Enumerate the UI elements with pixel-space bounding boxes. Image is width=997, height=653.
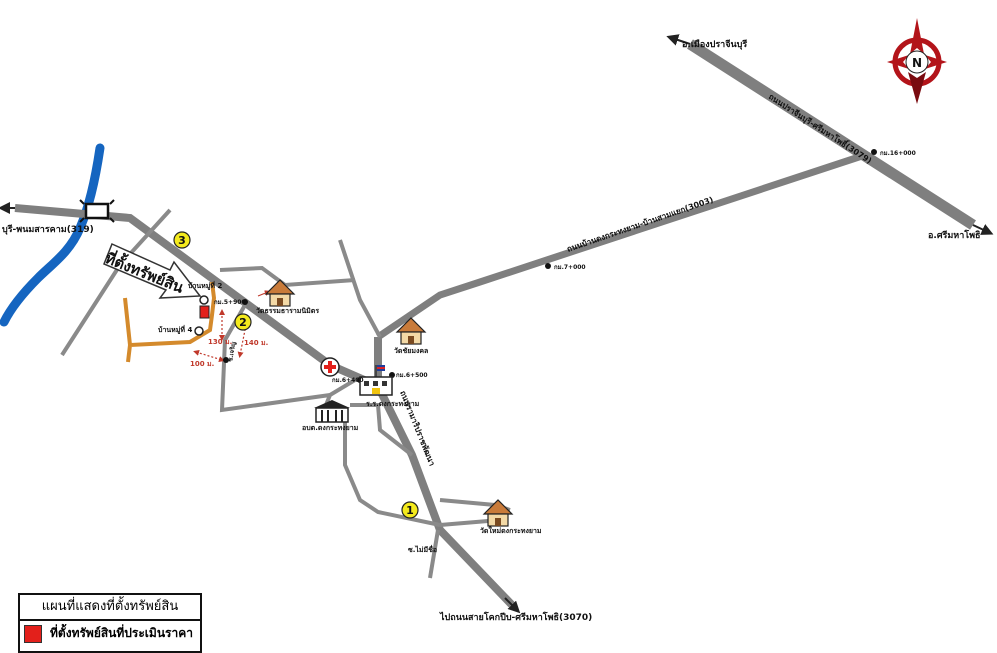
temple-icon <box>395 317 427 345</box>
label-distance-130: 130 ม. <box>208 338 232 346</box>
property-marker[interactable] <box>199 305 210 319</box>
label-road-3079: ถนนปราจีนบุรี-ศรีมหาโพธิ์(3079) <box>766 90 874 166</box>
label-wat-1: วัดธรรมธารามนิมิตร <box>256 307 319 315</box>
road-3003 <box>376 152 864 340</box>
label-km16: กม.16+000 <box>880 150 916 157</box>
map-legend: แผนที่แสดงที่ตั้งทรัพย์สิน ที่ตั้งทรัพย์… <box>18 593 202 653</box>
legend-item-label: ที่ตั้งทรัพย์สินที่ประเมินราคา <box>50 626 193 640</box>
label-km7: กม.7+000 <box>554 264 586 271</box>
label-distance-100: 100 ม. <box>190 360 214 368</box>
label-km5: กม.5+900 <box>214 299 246 306</box>
label-si-maha-phot: อ.ศรีมหาโพธิ <box>928 229 981 241</box>
svg-text:3: 3 <box>178 234 186 247</box>
school-icon <box>359 365 393 396</box>
label-wat-2: วัดชัยมงคล <box>394 347 428 355</box>
hospital-icon <box>320 357 340 377</box>
svg-text:N: N <box>912 56 922 70</box>
svg-text:2: 2 <box>239 316 247 329</box>
village-a-marker <box>199 295 209 305</box>
bridge-icon <box>79 199 115 223</box>
highway-3079 <box>687 39 976 230</box>
property-swatch-icon <box>24 624 42 643</box>
label-side-road: ซ.เจริญ <box>226 341 237 362</box>
marker-3: 3 <box>173 231 191 249</box>
label-km6-400: กม.6+400 <box>332 377 364 384</box>
temple-icon <box>482 499 514 527</box>
label-soi: ซ.ไม่มีชื่อ <box>408 544 437 554</box>
marker-1: 1 <box>401 501 419 519</box>
village-b-marker <box>194 326 204 336</box>
label-village-a: บ้านหมู่ที่ 2 <box>188 280 222 291</box>
marker-2: 2 <box>234 313 252 331</box>
label-road-3003: ถนนบ้านดงกระทงยาม-บ้านสามแยก(3003) <box>565 194 714 254</box>
label-road-3070: ไปถนนสายโคกปีบ-ศรีมหาโพธิ(3070) <box>439 611 592 623</box>
river <box>0 143 105 327</box>
svg-text:1: 1 <box>406 504 414 517</box>
label-tambon-office: อบต.ดงกระทงยาม <box>302 424 359 432</box>
label-highway-319: บุรี-พนมสารคาม(319) <box>2 224 94 235</box>
label-wat-3: วัดใหม่ดงกระทงยาม <box>480 526 542 535</box>
highway-319 <box>14 204 380 390</box>
label-distance-140: 140 ม. <box>244 339 268 347</box>
label-school: ร.ร.ดงกระทงยาม <box>366 400 420 408</box>
label-km6-500: กม.6+500 <box>396 372 428 379</box>
legend-item: ที่ตั้งทรัพย์สินที่ประเมินราคา <box>20 621 200 646</box>
label-mueang-prachinburi: อ.เมืองปราจีนบุรี <box>682 38 747 50</box>
compass-icon: N <box>887 18 947 104</box>
government-building-icon <box>314 400 350 423</box>
property-callout: ที่ตั้งทรัพย์สิน <box>103 242 202 299</box>
temple-icon <box>264 279 296 307</box>
legend-title: แผนที่แสดงที่ตั้งทรัพย์สิน <box>20 595 200 621</box>
label-village-b: บ้านหมู่ที่ 4 <box>158 324 192 335</box>
